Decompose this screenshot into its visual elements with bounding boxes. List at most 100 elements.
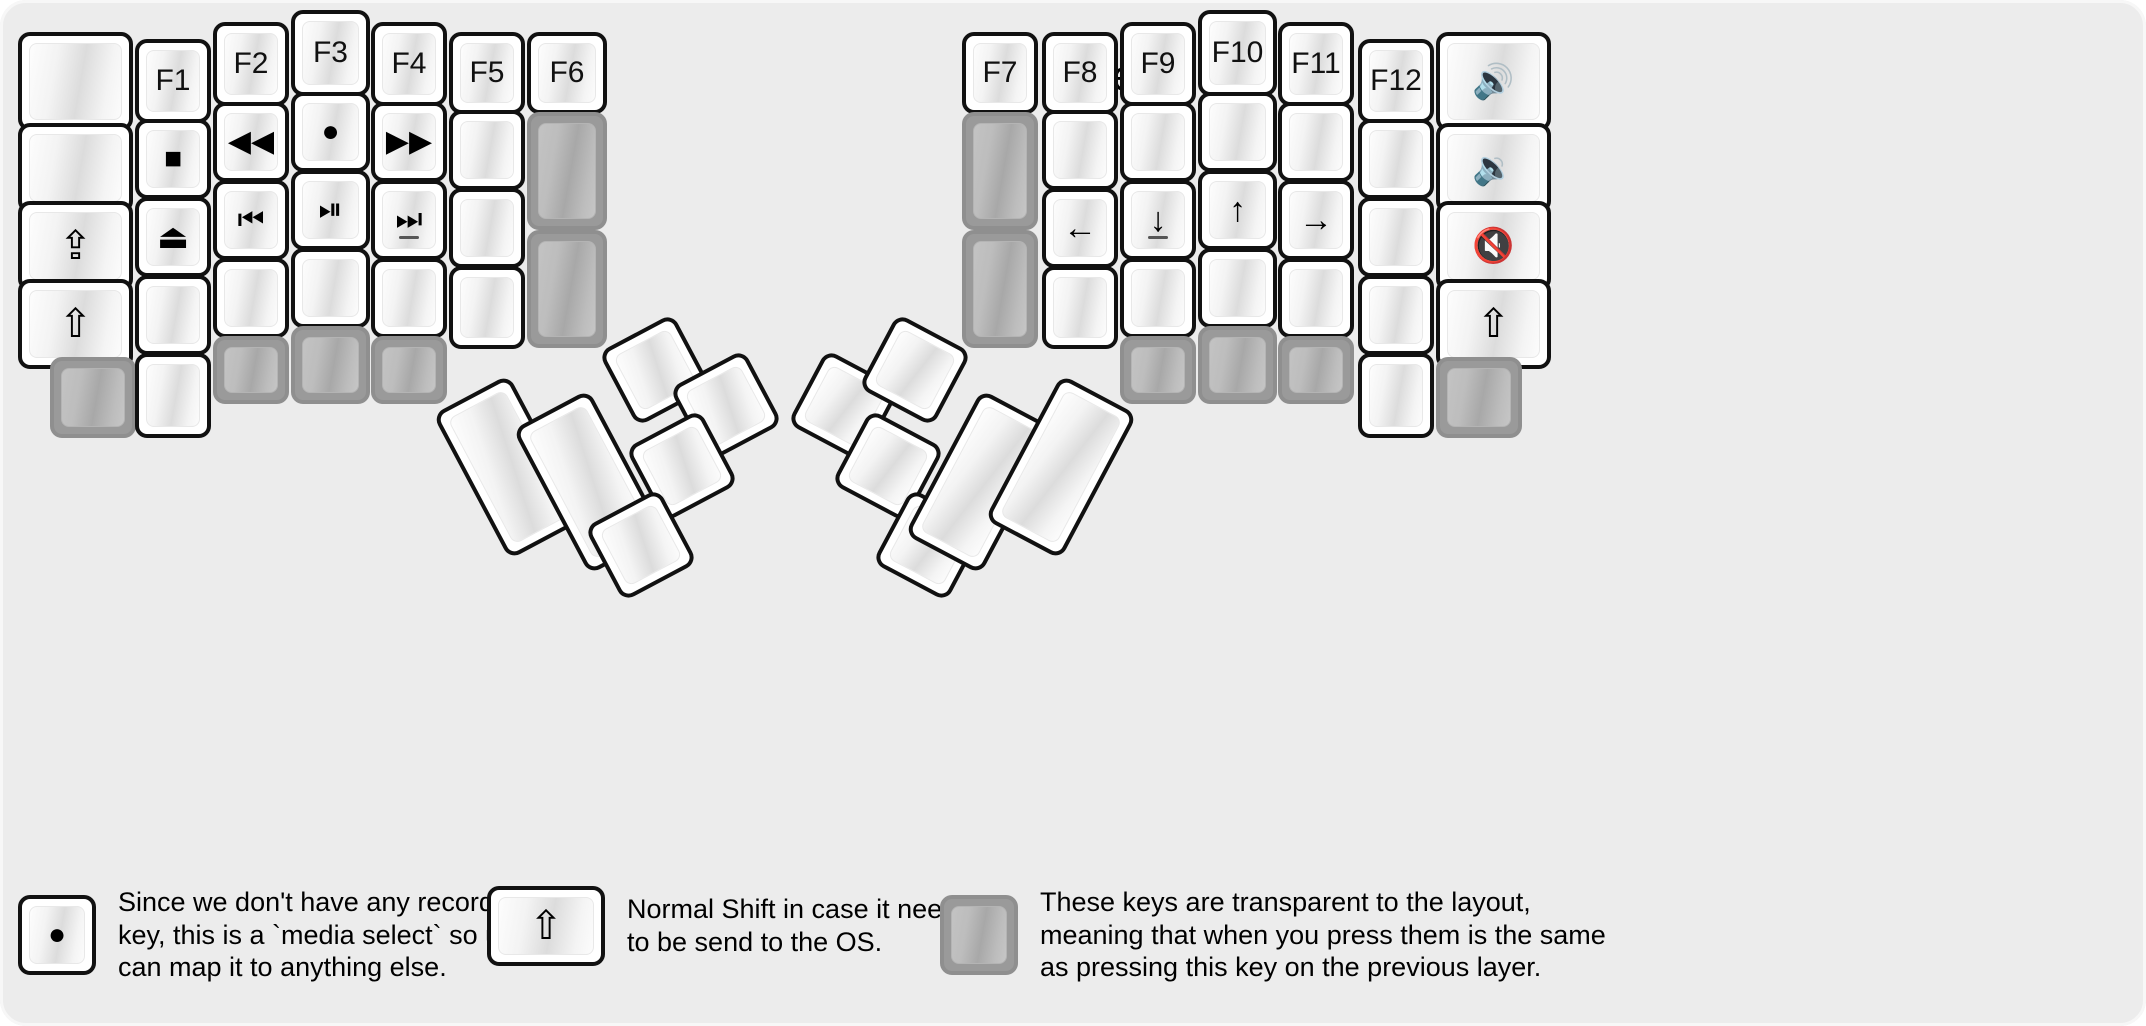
key-f12col-r3[interactable] (1358, 197, 1434, 277)
key-label: F4 (391, 47, 427, 80)
key-f11col-r2[interactable] (1278, 102, 1354, 182)
key-left-outer-r1[interactable] (18, 32, 133, 131)
key-volume-mute[interactable]: 🔇 (1436, 201, 1551, 291)
key-arrow-up[interactable]: ↑ (1198, 170, 1277, 250)
key-arrow-down[interactable]: ↓ (1120, 180, 1196, 260)
media-fast-forward-icon: ▶▶ (385, 125, 433, 158)
key-f1[interactable]: F1 (135, 39, 211, 123)
note-key-transparent (940, 894, 1018, 975)
key-f3[interactable]: F3 (291, 10, 370, 96)
key-f2col-r4[interactable] (213, 258, 289, 338)
key-f11[interactable]: F11 (1278, 22, 1354, 106)
keycap (599, 503, 683, 587)
key-f5col-r2[interactable] (449, 110, 525, 190)
key-f5[interactable]: F5 (449, 32, 525, 114)
keycap: 🔊 (1447, 43, 1540, 120)
caps-lock-icon: ⇪ (58, 224, 93, 268)
key-volume-up[interactable]: 🔊 (1436, 32, 1551, 131)
keycap: → (1289, 191, 1343, 249)
key-f10col-r5-transparent[interactable] (1198, 326, 1277, 404)
keycap (460, 199, 514, 257)
keycap: ■ (146, 130, 200, 188)
key-label: F8 (1062, 56, 1098, 89)
key-label: F2 (233, 47, 269, 80)
keycap (1209, 337, 1266, 393)
key-f7col-r3-transparent[interactable] (962, 230, 1038, 348)
key-label: F12 (1370, 64, 1422, 97)
key-f3col-r5-transparent[interactable] (291, 326, 370, 404)
key-f10col-r4[interactable] (1198, 248, 1277, 328)
key-f2col-r5-transparent[interactable] (213, 336, 289, 404)
key-media-stop[interactable]: ■ (135, 119, 211, 199)
key-f4col-r4[interactable] (371, 258, 447, 338)
key-f8col-r4[interactable] (1042, 266, 1118, 349)
key-f6[interactable]: F6 (527, 32, 607, 114)
keycap (1447, 368, 1511, 427)
note-normal-shift: ⇧ Normal Shift in case it needs to be se… (487, 886, 971, 966)
keycap (973, 241, 1027, 337)
key-f7[interactable]: F7 (962, 32, 1038, 114)
key-media-record[interactable]: ● (291, 92, 370, 172)
key-media-rewind[interactable]: ◀◀ (213, 102, 289, 182)
key-media-eject[interactable]: ⏏ (135, 197, 211, 277)
key-media-previous-track[interactable]: ⏮ (213, 180, 289, 260)
key-left-outer-r5-transparent[interactable] (50, 357, 136, 438)
key-f5col-r4[interactable] (449, 266, 525, 349)
key-media-next-track[interactable]: ⏭ (371, 180, 447, 260)
key-f6col-r3-transparent[interactable] (527, 230, 607, 348)
key-arrow-right[interactable]: → (1278, 180, 1354, 260)
arrow-right-icon: → (1299, 201, 1333, 239)
keycap: ⇪ (29, 212, 122, 280)
underbar-marker (399, 236, 419, 239)
key-volcol-r5-transparent[interactable] (1436, 357, 1522, 438)
media-previous-track-icon: ⏮ (237, 203, 265, 236)
key-f5col-r3[interactable] (449, 188, 525, 268)
key-f8[interactable]: F8 (1042, 32, 1118, 114)
key-media-fast-forward[interactable]: ▶▶ (371, 102, 447, 182)
note-text: Normal Shift in case it needs to be send… (627, 894, 971, 957)
key-f12col-r5[interactable] (1358, 353, 1434, 438)
keycap (224, 269, 278, 327)
key-media-play-pause[interactable]: ⏯ (291, 170, 370, 250)
key-f12col-r2[interactable] (1358, 119, 1434, 199)
key-f4[interactable]: F4 (371, 22, 447, 106)
key-f6col-r2-transparent[interactable] (527, 112, 607, 230)
key-f10col-r2[interactable] (1198, 92, 1277, 172)
key-left-outer-r2[interactable] (18, 123, 133, 213)
key-f9col-r2[interactable] (1120, 102, 1196, 182)
key-f11col-r5-transparent[interactable] (1278, 336, 1354, 404)
key-f12[interactable]: F12 (1358, 39, 1434, 123)
keycap: ↑ (1209, 181, 1266, 239)
key-f8col-r2[interactable] (1042, 110, 1118, 190)
key-f9col-r4[interactable] (1120, 258, 1196, 338)
keycap: ⏏ (146, 208, 200, 266)
media-record-icon: ● (47, 917, 67, 951)
keycap: ▶▶ (382, 113, 436, 171)
key-left-capslock[interactable]: ⇪ (18, 201, 133, 291)
key-f10[interactable]: F10 (1198, 10, 1277, 96)
keycap: ⇧ (1447, 290, 1540, 358)
note-key-media-record: ● (18, 894, 96, 975)
keycap: 🔉 (1447, 134, 1540, 202)
key-left-shift[interactable]: ⇧ (18, 279, 133, 369)
key-f7col-r2-transparent[interactable] (962, 112, 1038, 230)
key-volume-down[interactable]: 🔉 (1436, 123, 1551, 213)
key-f12col-r4[interactable] (1358, 275, 1434, 355)
key-f1col-r4[interactable] (135, 275, 211, 355)
keycap: 🔇 (1447, 212, 1540, 280)
key-f9[interactable]: F9 (1120, 22, 1196, 106)
keycap: ◀◀ (224, 113, 278, 171)
key-f2[interactable]: F2 (213, 22, 289, 106)
key-f1col-r5[interactable] (135, 353, 211, 438)
shift-icon: ⇧ (1476, 302, 1511, 346)
key-f4col-r5-transparent[interactable] (371, 336, 447, 404)
key-f11col-r4[interactable] (1278, 258, 1354, 338)
key-f3col-r4[interactable] (291, 248, 370, 328)
key-right-shift[interactable]: ⇧ (1436, 279, 1551, 369)
key-f9col-r5-transparent[interactable] (1120, 336, 1196, 404)
keycap (1053, 121, 1107, 179)
key-label: F3 (312, 36, 348, 69)
keycap (29, 43, 122, 120)
keycap: F8 (1053, 43, 1107, 103)
key-arrow-left[interactable]: ← (1042, 188, 1118, 268)
